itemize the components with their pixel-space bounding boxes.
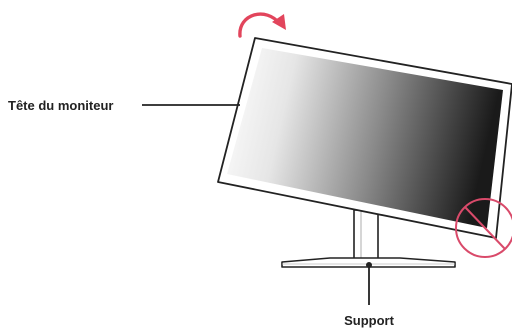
monitor-screen	[227, 48, 503, 228]
stand-neck	[353, 209, 379, 267]
stand-label: Support	[344, 313, 394, 328]
monitor-head	[217, 37, 512, 239]
monitor-head-callout: Tête du moniteur	[8, 98, 240, 113]
rotate-arrow-icon	[238, 12, 286, 38]
prohibited-icon	[455, 198, 512, 258]
stand-callout: Support	[344, 262, 395, 328]
monitor-head-label: Tête du moniteur	[8, 98, 113, 113]
